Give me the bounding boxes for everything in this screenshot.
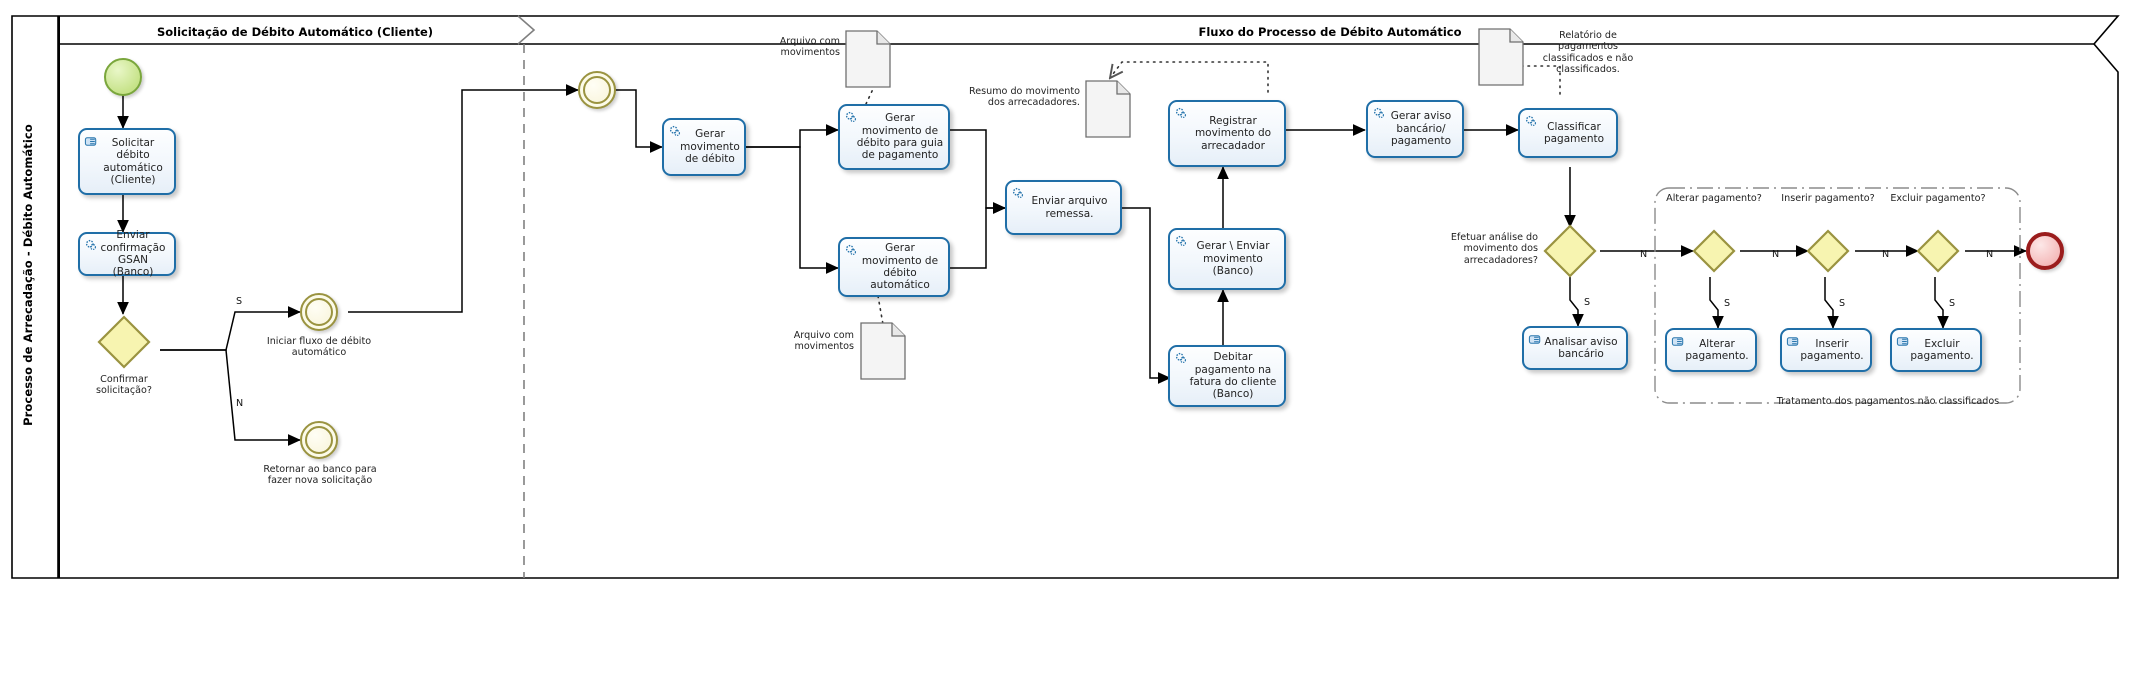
gateway-inserir-caption: Inserir pagamento? [1781,193,1875,204]
pool-title: Processo de Arrecadação - Débito Automát… [21,124,35,426]
gateway-alterar-caption: Alterar pagamento? [1666,193,1762,204]
task-label: Enviar confirmação GSAN (Banco) [100,229,166,279]
task-gerar-aviso[interactable]: Gerar aviso bancário/ pagamento [1366,100,1464,158]
flow-label-n-excluir: N [1882,249,1890,260]
task-label: Enviar arquivo remessa. [1031,195,1108,220]
task-label: Solicitar débito automático (Cliente) [103,136,163,186]
manual-task-icon [84,134,99,149]
gateway-efetuar-analise-caption: Efetuar análise do movimento dos arrecad… [1450,232,1538,266]
task-classificar-pagamento[interactable]: Classificar pagamento [1518,108,1618,158]
task-inserir-pagamento[interactable]: Inserir pagamento. [1780,328,1872,372]
task-label: Gerar \ Enviar movimento (Banco) [1196,240,1270,278]
task-label: Gerar movimento de débito [680,128,740,166]
service-task-icon [1524,114,1539,129]
manual-task-icon [1786,334,1801,349]
iniciar-fluxo-caption: Iniciar fluxo de débito automático [266,336,372,359]
task-gerar-mov-guia[interactable]: Gerar movimento de débito para guia de p… [838,104,950,170]
retornar-banco-caption: Retornar ao banco para fazer nova solici… [263,464,377,487]
task-solicitar-debito[interactable]: Solicitar débito automático (Cliente) [78,128,176,195]
flow-label-s-alterar: S [1724,298,1731,309]
flow-label-s-inserir: S [1839,298,1846,309]
manual-task-icon [1671,334,1686,349]
start-event[interactable] [104,58,142,96]
data-object-caption-relatorio: Relatório de pagamentos classificados e … [1542,30,1634,75]
gateway-confirmar-solicitacao[interactable] [96,314,152,370]
service-task-icon [1372,106,1387,121]
flow-label-n-alterar: N [1640,249,1648,260]
manual-task-icon [1528,332,1543,347]
data-object-caption-bottom: Arquivo com movimentos [793,330,854,353]
intermediate-event-iniciar-fluxo[interactable] [300,293,338,331]
event-inner-ring [305,426,333,454]
flow-label-s-analise: S [1584,297,1591,308]
task-label: Alterar pagamento. [1685,337,1749,362]
event-inner-ring [305,298,333,326]
data-object-resumo-movimento[interactable] [1085,80,1131,138]
end-event[interactable] [2026,232,2064,270]
intermediate-event-retornar-banco[interactable] [300,421,338,459]
task-label: Analisar aviso bancário [1544,335,1618,360]
gateway-inserir-pagamento[interactable] [1806,229,1850,273]
service-task-icon [1174,234,1189,249]
gateway-efetuar-analise[interactable] [1542,223,1598,279]
service-task-icon [1174,106,1189,121]
service-task-icon [1174,351,1189,366]
event-inner-ring [583,76,611,104]
task-label: Gerar aviso bancário/ pagamento [1390,110,1452,148]
task-label: Gerar movimento de débito para guia de p… [856,112,944,162]
service-task-icon [668,124,683,139]
task-registrar-movimento[interactable]: Registrar movimento do arrecadador [1168,100,1286,167]
task-label: Excluir pagamento. [1910,337,1974,362]
flow-label-n-inserir: N [1772,249,1780,260]
service-task-icon [84,238,99,253]
task-label: Inserir pagamento. [1800,337,1864,362]
task-gerar-movimento-debito[interactable]: Gerar movimento de débito [662,118,746,176]
lane-title-solicitacao: Solicitação de Débito Automático (Client… [156,25,434,39]
intermediate-event-link-in[interactable] [578,71,616,109]
task-analisar-aviso[interactable]: Analisar aviso bancário [1522,326,1628,370]
gateway-excluir-pagamento[interactable] [1916,229,1960,273]
data-object-caption-resumo: Resumo do movimento dos arrecadadores. [968,86,1080,109]
task-debitar-pagamento[interactable]: Debitar pagamento na fatura do cliente (… [1168,345,1286,407]
service-task-icon [844,110,859,125]
flow-label-s-excluir: S [1949,298,1956,309]
data-object-caption-top: Arquivo com movimentos [779,36,840,59]
flow-label-n1: N [236,398,244,409]
flow-label-s1: S [236,296,243,307]
service-task-icon [844,243,859,258]
task-gerar-enviar-movimento[interactable]: Gerar \ Enviar movimento (Banco) [1168,228,1286,290]
gateway-alterar-pagamento[interactable] [1692,229,1736,273]
data-object-arquivo-movimentos-top[interactable] [845,30,891,88]
group-caption: Tratamento dos pagamentos não classifica… [1776,396,2000,407]
task-label: Classificar pagamento [1543,120,1605,145]
manual-task-icon [1896,334,1911,349]
task-gerar-mov-automatico[interactable]: Gerar movimento de débito automático [838,237,950,297]
lane-title-fluxo: Fluxo do Processo de Débito Automático [1198,25,1462,39]
pool-label-band [12,16,60,578]
task-alterar-pagamento[interactable]: Alterar pagamento. [1665,328,1757,372]
task-label: Debitar pagamento na fatura do cliente (… [1189,351,1277,401]
task-enviar-arquivo-remessa[interactable]: Enviar arquivo remessa. [1005,180,1122,235]
gateway-confirmar-caption: Confirmar solicitação? [96,374,152,397]
task-enviar-confirmacao[interactable]: Enviar confirmação GSAN (Banco) [78,229,176,279]
task-label: Gerar movimento de débito automático [861,242,939,292]
data-object-relatorio-pagamentos[interactable] [1478,28,1524,86]
gateway-excluir-caption: Excluir pagamento? [1890,193,1986,204]
service-task-icon [1011,186,1026,201]
task-excluir-pagamento[interactable]: Excluir pagamento. [1890,328,1982,372]
flow-label-n-end: N [1986,249,1994,260]
task-label: Registrar movimento do arrecadador [1194,114,1272,152]
data-object-arquivo-movimentos-bottom[interactable] [860,322,906,380]
